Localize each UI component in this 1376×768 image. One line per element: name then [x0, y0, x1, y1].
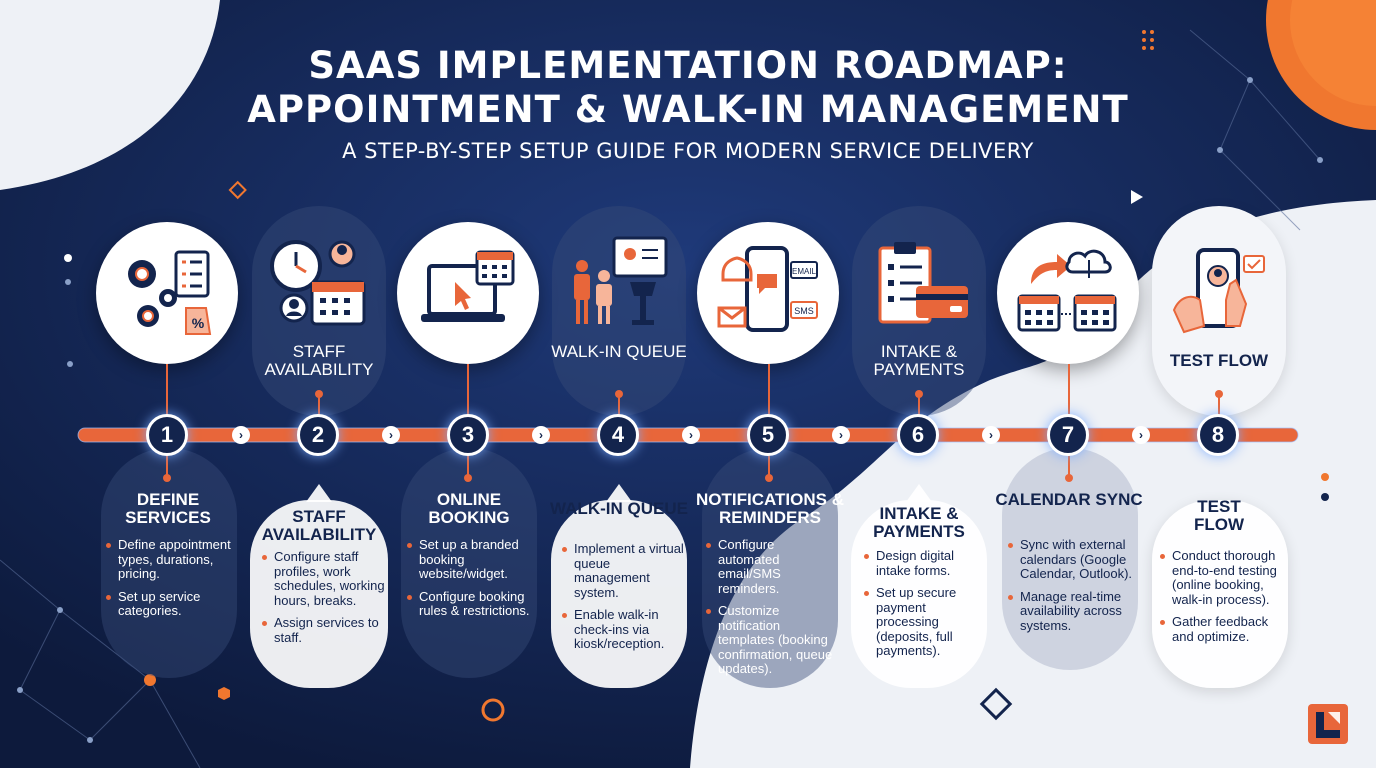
- step-8-bullets: Conduct thorough end-to-end testing (onl…: [1160, 548, 1284, 652]
- step-5-bullet-1: Configure automated email/SMS reminders.: [706, 537, 838, 596]
- step-8-node: 8: [1197, 414, 1239, 456]
- calendar-sync-icon: [997, 222, 1139, 364]
- step-8-bullet-2: Gather feedback and optimize.: [1160, 614, 1284, 644]
- chevron-right-icon: ›: [232, 426, 250, 444]
- step-6-node: 6: [897, 414, 939, 456]
- clipboard-card-icon: [878, 242, 968, 324]
- step-2-bullets: Configure staff profiles, work schedules…: [262, 549, 394, 653]
- step-4-bullet-1: Implement a virtual queue management sys…: [562, 541, 684, 600]
- step-7-bullet-1: Sync with external calendars (Google Cal…: [1008, 537, 1140, 582]
- page-subtitle: A STEP-BY-STEP SETUP GUIDE FOR MODERN SE…: [342, 139, 1034, 163]
- chevron-right-icon: ›: [832, 426, 850, 444]
- svg-text:EMAIL: EMAIL: [792, 267, 817, 276]
- chevron-right-icon: ›: [532, 426, 550, 444]
- step-4-bullets: Implement a virtual queue management sys…: [562, 541, 684, 660]
- step-2-bullet-1: Configure staff profiles, work schedules…: [262, 549, 394, 608]
- step-5-bullets: Configure automated email/SMS reminders.…: [706, 537, 838, 685]
- step-8-title: TEST FLOW: [1193, 497, 1245, 534]
- step-1-bullet-1: Define appointment types, durations, pri…: [106, 537, 238, 582]
- step-7-bullet-2: Manage real-time availability across sys…: [1008, 589, 1140, 634]
- chevron-right-icon: ›: [1132, 426, 1150, 444]
- queue-kiosk-icon: [574, 236, 668, 325]
- step-7-title: CALENDAR SYNC: [995, 490, 1143, 509]
- step-1-title: DEFINE SERVICES: [125, 490, 211, 527]
- step-6-title: INTAKE & PAYMENTS: [873, 504, 965, 541]
- page-title-line2: APPOINTMENT & WALK-IN MANAGEMENT: [247, 88, 1129, 131]
- step-6-top-label: INTAKE & PAYMENTS: [873, 342, 965, 379]
- brand-logo-icon: [1308, 704, 1348, 744]
- step-5-bullet-2: Customize notification templates (bookin…: [706, 603, 838, 677]
- step-3-node: 3: [447, 414, 489, 456]
- svg-text:%: %: [192, 315, 205, 331]
- laptop-booking-icon: [397, 222, 539, 364]
- step-2-title: STAFF AVAILABILITY: [261, 507, 377, 544]
- phone-notification-icon: EMAIL SMS: [697, 222, 839, 364]
- chevron-right-icon: ›: [982, 426, 1000, 444]
- chevron-right-icon: ›: [382, 426, 400, 444]
- step-4-title: WALK-IN QUEUE: [550, 499, 688, 518]
- step-4-bullet-2: Enable walk-in check-ins via kiosk/recep…: [562, 607, 684, 652]
- step-8-bullet-1: Conduct thorough end-to-end testing (onl…: [1160, 548, 1284, 607]
- step-7-bullets: Sync with external calendars (Google Cal…: [1008, 537, 1140, 641]
- step-4-node: 4: [597, 414, 639, 456]
- step-5-node: 5: [747, 414, 789, 456]
- step-1-bullets: Define appointment types, durations, pri…: [106, 537, 238, 627]
- svg-text:SMS: SMS: [794, 306, 814, 316]
- step-1-node: 1: [146, 414, 188, 456]
- gears-checklist-icon: %: [96, 222, 238, 364]
- step-2-top-label: STAFF AVAILABILITY: [264, 342, 374, 379]
- step-8-top-label: TEST FLOW: [1169, 351, 1269, 370]
- clock-calendar-staff-icon: [270, 240, 366, 326]
- step-6-bullets: Design digital intake forms. Set up secu…: [864, 548, 982, 667]
- step-4-top-label: WALK-IN QUEUE: [551, 342, 687, 361]
- step-3-bullet-2: Configure booking rules & restrictions.: [407, 589, 539, 619]
- step-3-title: ONLINE BOOKING: [428, 490, 510, 527]
- step-3-bullet-1: Set up a branded booking website/widget.: [407, 537, 539, 582]
- phone-test-icon: [1172, 248, 1265, 334]
- step-1-bullet-2: Set up service categories.: [106, 589, 238, 619]
- step-6-bullet-2: Set up secure payment processing (deposi…: [864, 585, 982, 659]
- step-7-node: 7: [1047, 414, 1089, 456]
- chevron-right-icon: ›: [682, 426, 700, 444]
- step-3-bullets: Set up a branded booking website/widget.…: [407, 537, 539, 627]
- step-5-title: NOTIFICATIONS & REMINDERS: [696, 490, 844, 527]
- step-2-node: 2: [297, 414, 339, 456]
- step-2-bullet-2: Assign services to staff.: [262, 615, 394, 645]
- page-title-line1: SAAS IMPLEMENTATION ROADMAP:: [308, 44, 1068, 87]
- step-6-bullet-1: Design digital intake forms.: [864, 548, 982, 578]
